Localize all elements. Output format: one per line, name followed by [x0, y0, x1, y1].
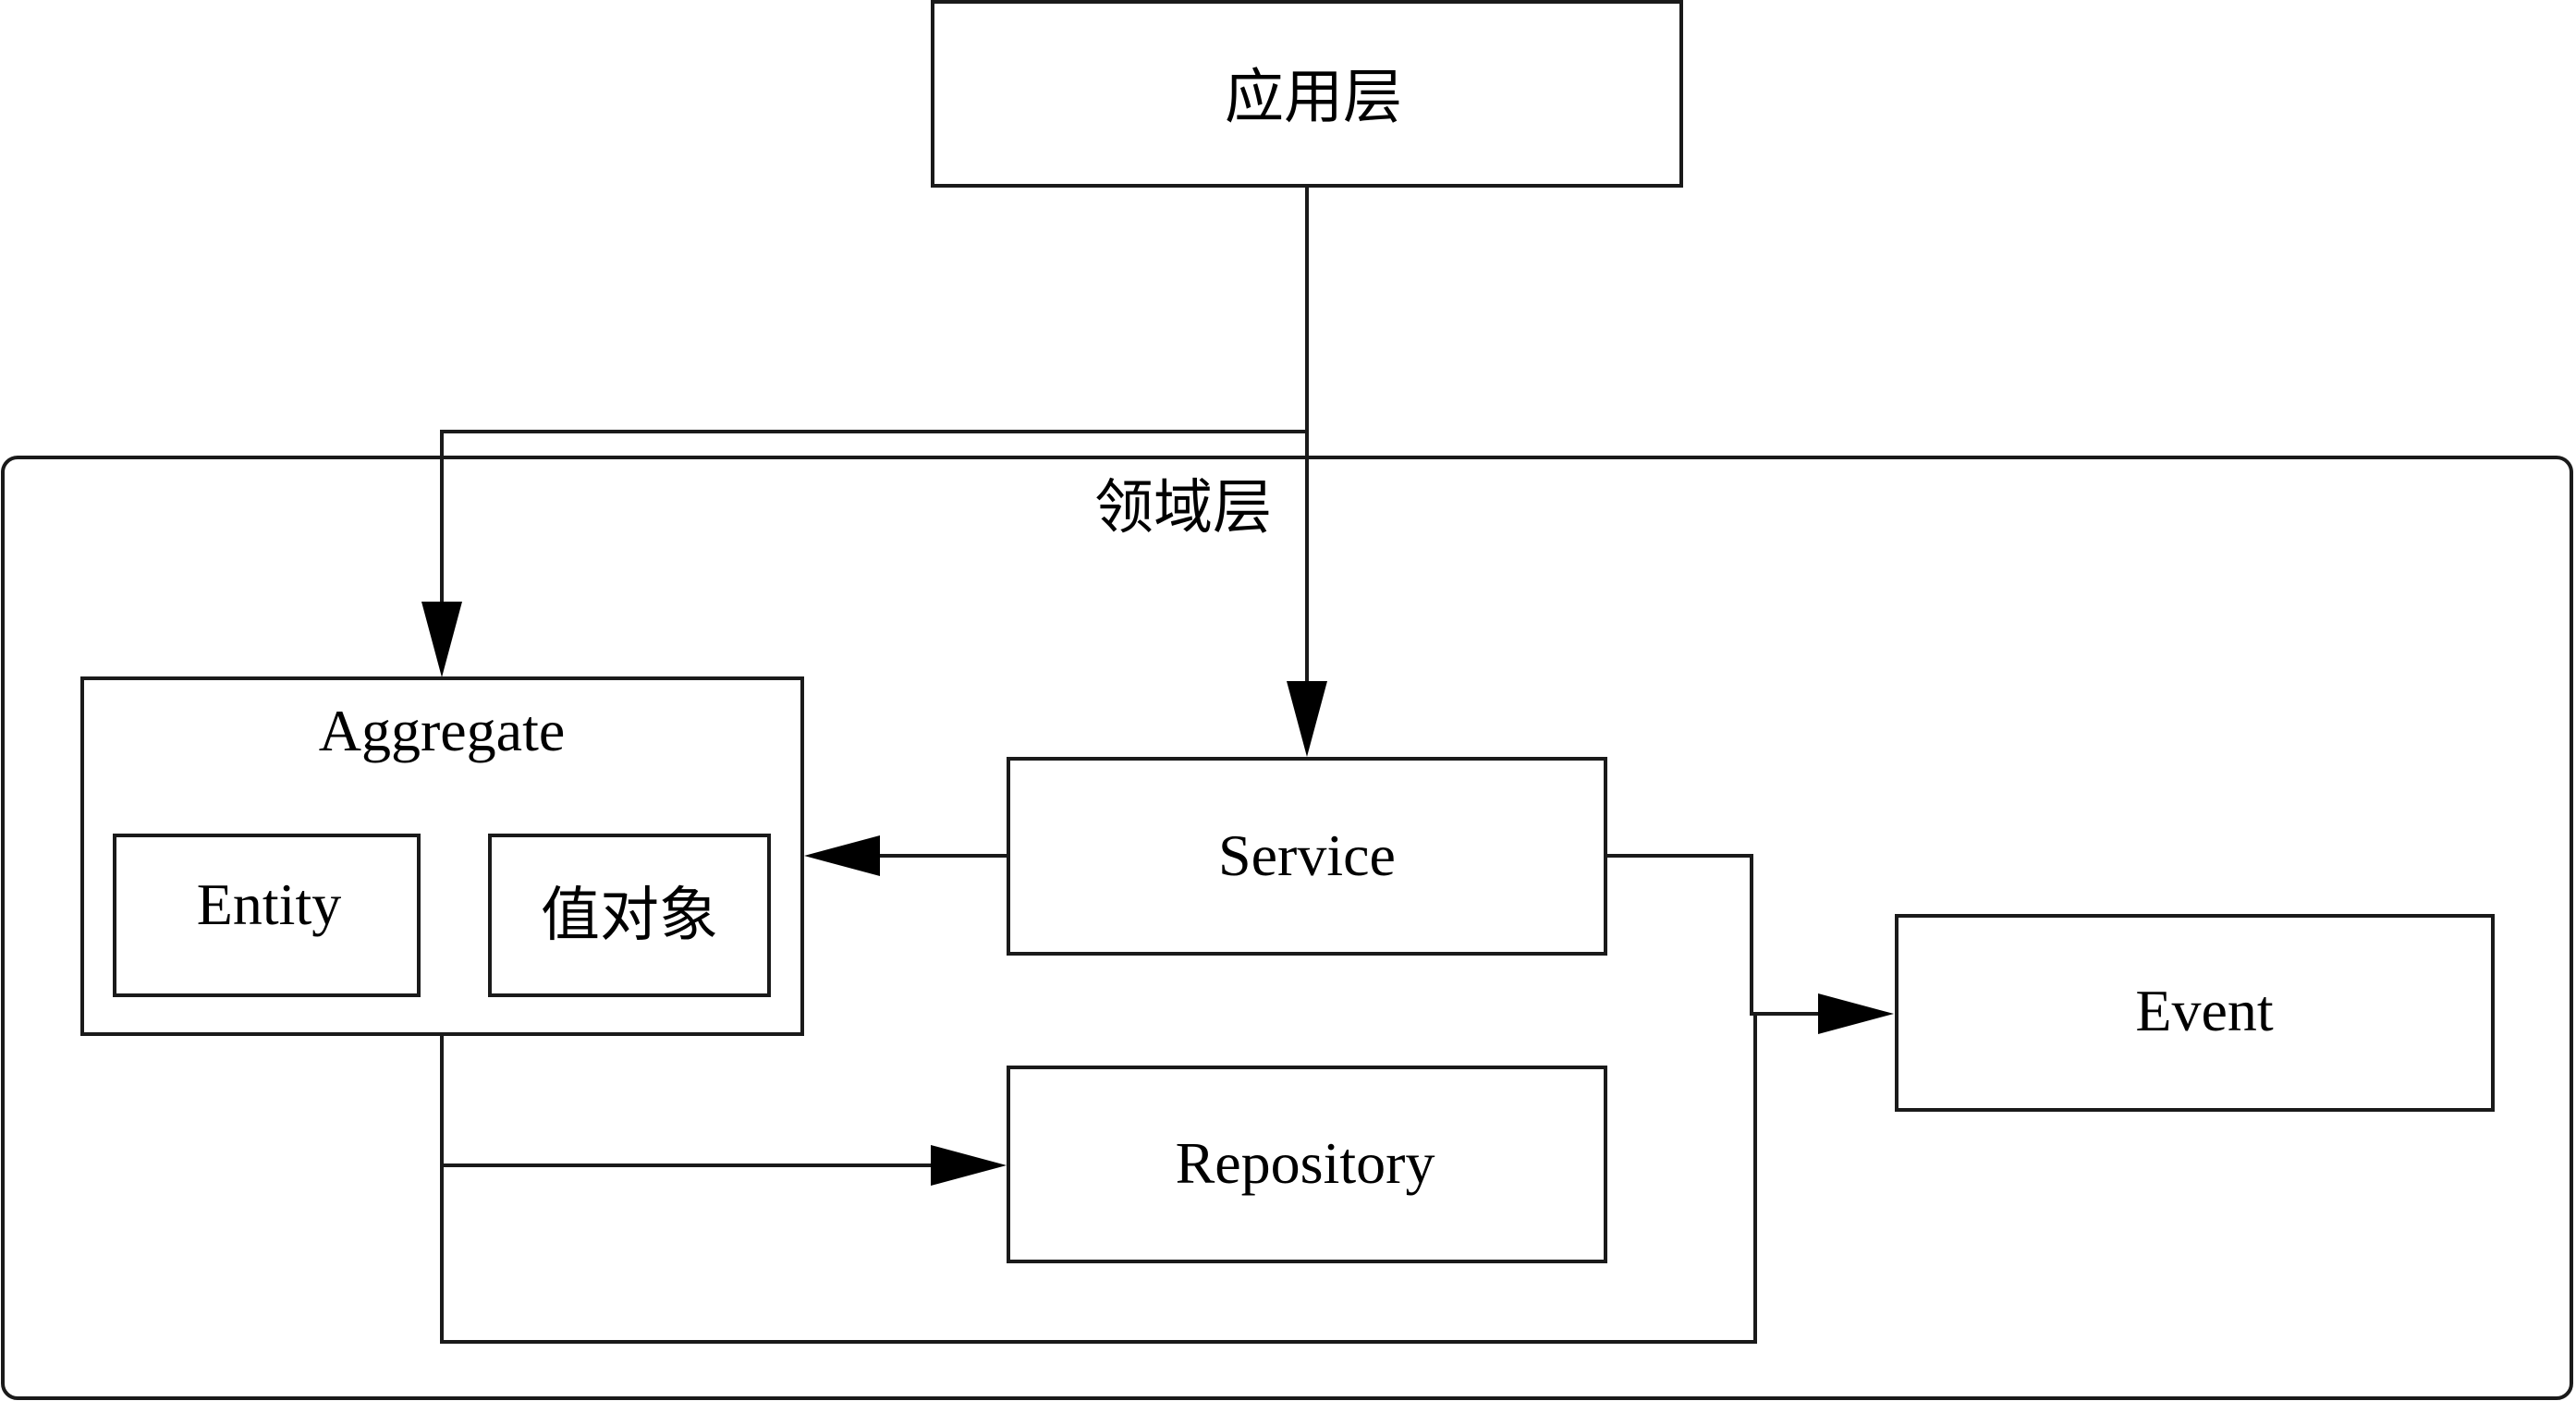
arrowhead-service-to-aggregate [804, 835, 880, 876]
service-box [1007, 757, 1607, 956]
repository-label: Repository [1176, 1130, 1435, 1196]
value-object-box [488, 834, 771, 997]
value-object-label: 值对象 [541, 882, 718, 950]
event-label: Event [2135, 978, 2274, 1043]
repository-box [1007, 1066, 1607, 1263]
arrowhead-to-event [1818, 993, 1894, 1034]
entity-label: Entity [197, 871, 341, 937]
domain-layer-label: 领域层 [1094, 474, 1272, 542]
arrowhead-app-to-service [1287, 681, 1327, 757]
edge-app-to-aggregate [440, 186, 1309, 605]
edge-service-to-event [1605, 854, 1822, 1016]
event-box [1895, 914, 2495, 1112]
arrowhead-app-to-aggregate [421, 602, 462, 677]
application-layer-label: 应用层 [1225, 64, 1402, 132]
edge-aggregate-to-event [440, 1014, 1757, 1344]
edge-aggregate-to-repository [440, 1034, 934, 1167]
aggregate-label: Aggregate [319, 698, 566, 763]
service-label: Service [1218, 822, 1396, 888]
entity-box [113, 834, 421, 997]
arrowhead-to-repository [931, 1145, 1007, 1186]
domain-layer-container [1, 456, 2573, 1400]
